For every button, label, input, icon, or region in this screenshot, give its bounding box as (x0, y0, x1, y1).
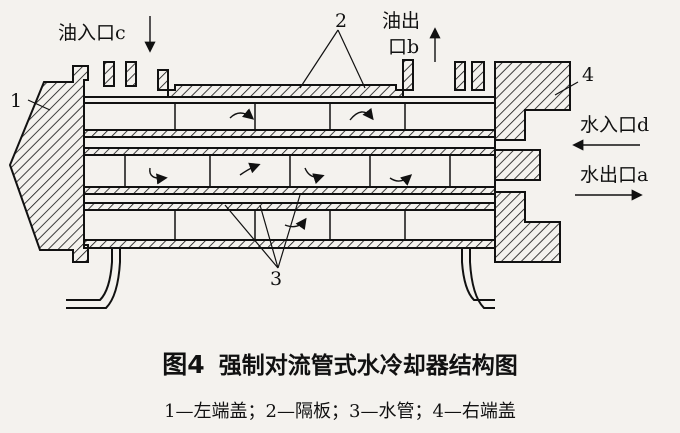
baffles (124, 103, 451, 240)
oil-outlet-label-line1: 油出 (382, 10, 421, 32)
figure-number: 图4 (162, 350, 205, 379)
part-number-1: 1 (10, 90, 23, 112)
water-inlet-label: 水入口d (580, 114, 650, 136)
part-number-4: 4 (582, 64, 595, 86)
right-end-cover (494, 61, 571, 263)
parts-legend: 1—左端盖；2—隔板；3—水管；4—右端盖 (164, 401, 516, 422)
part-number-3: 3 (270, 268, 283, 290)
leader-lines (27, 29, 579, 269)
figure-caption: 图4 强制对流管式水冷却器结构图 (0, 345, 680, 381)
right-nozzle (454, 61, 485, 91)
water-outlet-label: 水出口a (580, 164, 649, 186)
oil-outlet-nozzle (157, 59, 414, 98)
figure-title: 强制对流管式水冷却器结构图 (218, 353, 518, 379)
left-end-cover (8, 65, 89, 263)
oil-inlet-nozzle (103, 61, 137, 87)
shell (83, 96, 496, 249)
oil-inlet-label: 油入口c (58, 22, 126, 44)
flow-arrows (144, 16, 643, 231)
part-number-2: 2 (335, 10, 348, 32)
supports (66, 248, 495, 309)
oil-outlet-label-line2: 口b (388, 36, 420, 58)
